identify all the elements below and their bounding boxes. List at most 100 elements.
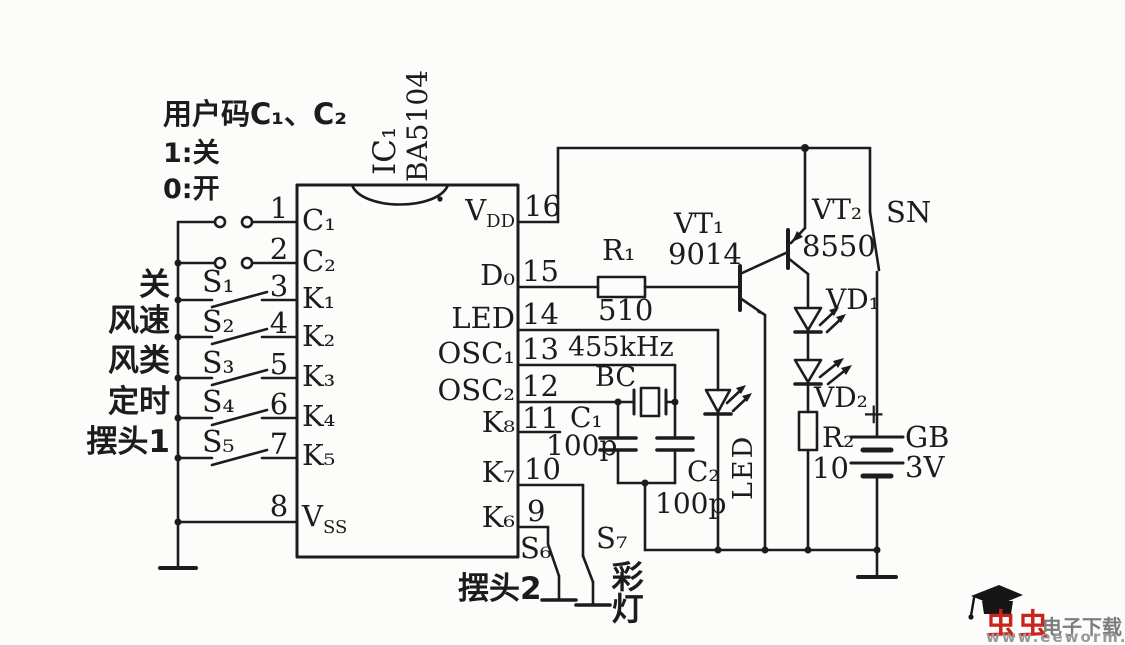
switch-s2 — [176, 327, 299, 346]
pin-number-15: 15 — [522, 254, 559, 288]
function-label-s4: 定时 — [108, 384, 170, 420]
watermark-brand: 虫虫 — [986, 608, 1050, 643]
vt1-ref-label: VT₁ — [674, 207, 725, 240]
pin-number-14: 14 — [522, 297, 559, 331]
pin-number-2: 2 — [269, 232, 289, 266]
pin-name-vss: VSS — [302, 499, 348, 538]
switch-s1-label: S₁ — [202, 265, 235, 300]
pin-name-d0: D₀ — [480, 258, 515, 292]
pin-number-16: 16 — [524, 189, 561, 223]
vd1-label: VD₁ — [826, 283, 880, 316]
capacitor-c2 — [655, 400, 695, 485]
transistor-vt2 — [786, 146, 810, 304]
switch-s1 — [176, 290, 299, 309]
pin-name-k4: K₄ — [302, 399, 336, 433]
pin-name-led: LED — [451, 301, 515, 335]
c1-value-label: 100p — [546, 429, 618, 462]
function-label-s1: 关 — [139, 267, 170, 303]
ic-ref-label: IC₁ — [367, 126, 403, 175]
junction-dots — [174, 144, 881, 554]
pin-name-k5: K₅ — [302, 438, 336, 472]
pin-name-k3: K₃ — [302, 359, 336, 393]
c2-value-label: 100p — [655, 487, 727, 520]
function-label-s7: 彩灯 — [606, 560, 645, 624]
watermark-url: www.eeworm.com — [986, 628, 1125, 645]
transistor-vt1 — [738, 250, 790, 552]
pin-number-10: 10 — [524, 452, 561, 486]
pin-number-12: 12 — [522, 369, 559, 403]
switch-s6-label: S₆ — [520, 531, 552, 565]
sn-switch-label: SN — [886, 195, 932, 229]
switch-s4-label: S₄ — [202, 385, 235, 420]
switch-sn — [868, 146, 881, 439]
pin-number-3: 3 — [269, 269, 289, 303]
resistor-r1 — [516, 275, 742, 299]
pin-name-k8: K₈ — [481, 405, 515, 439]
vd2-label: VD₂ — [814, 381, 868, 414]
ic-part-label: BA5104 — [401, 69, 434, 182]
r1-value-label: 510 — [598, 293, 654, 327]
battery-gb — [849, 435, 905, 579]
pin-number-6: 6 — [269, 387, 289, 421]
pin-name-c2: C₂ — [302, 244, 336, 278]
user-code-contacts — [176, 215, 299, 270]
pin-number-11: 11 — [522, 401, 559, 435]
pin-name-k1: K₁ — [302, 281, 336, 315]
pin-name-vdd: VDD — [465, 193, 515, 232]
user-code-note-line2: 1:关 — [163, 138, 220, 169]
pin-number-4: 4 — [269, 306, 289, 340]
pin-number-13: 13 — [522, 332, 559, 366]
resistor-r2 — [797, 410, 819, 552]
user-code-note-line1: 用户码C₁、C₂ — [163, 97, 347, 131]
pin-number-7: 7 — [269, 427, 289, 461]
function-label-s6: 摆头2 — [458, 571, 542, 607]
switch-s4 — [176, 408, 299, 427]
battery-plus-label: + — [862, 397, 886, 430]
pin-name-osc1: OSC₁ — [437, 336, 515, 370]
ir-led-vd2 — [793, 358, 852, 414]
indicator-led — [516, 328, 752, 552]
pin-number-9: 9 — [527, 494, 546, 528]
switch-s5-label: S₅ — [202, 425, 235, 460]
ic-pin1-dot — [437, 196, 443, 202]
ic-notch — [350, 183, 450, 206]
ic-outline — [295, 183, 520, 559]
pin-number-1: 1 — [269, 191, 289, 225]
switch-s7-label: S₇ — [596, 521, 628, 555]
pin-number-8: 8 — [269, 489, 289, 523]
switch-s6 — [516, 525, 578, 602]
r1-ref-label: R₁ — [602, 233, 636, 267]
vt2-ref-label: VT₂ — [812, 193, 863, 226]
c1-ref-label: C₁ — [570, 401, 603, 434]
vdd-rail — [516, 146, 872, 224]
pin-number-5: 5 — [269, 347, 289, 381]
function-label-s3: 风类 — [108, 343, 170, 379]
ir-led-vd1 — [793, 300, 846, 362]
function-label-s2: 风速 — [108, 303, 170, 339]
resonator-freq-label: 455kHz — [568, 332, 674, 363]
capacitor-c1 — [598, 400, 638, 485]
battery-ref-label: GB — [905, 420, 950, 454]
vt2-value-label: 8550 — [802, 229, 876, 263]
user-code-note-line3: 0:开 — [163, 174, 220, 205]
switch-s2-label: S₂ — [202, 305, 235, 340]
left-rail — [158, 220, 198, 570]
pin-name-k7: K₇ — [481, 455, 515, 489]
c2-ref-label: C₂ — [687, 455, 720, 488]
switch-s7 — [516, 483, 612, 607]
switch-s3-label: S₃ — [202, 346, 235, 381]
function-label-s5: 摆头1 — [86, 424, 170, 460]
resonator-ref-label: BC — [595, 362, 637, 393]
vt1-value-label: 9014 — [668, 237, 742, 271]
r2-value-label: 10 — [812, 451, 849, 485]
pin-name-osc2: OSC₂ — [437, 373, 515, 407]
led-vertical-label: LED — [728, 434, 759, 500]
graduation-cap-icon — [968, 585, 1023, 620]
r2-ref-label: R₂ — [822, 421, 855, 454]
switch-s5 — [176, 448, 299, 467]
pin-name-k6: K₆ — [481, 500, 515, 534]
battery-value-label: 3V — [905, 450, 945, 484]
switch-s3 — [176, 368, 299, 387]
